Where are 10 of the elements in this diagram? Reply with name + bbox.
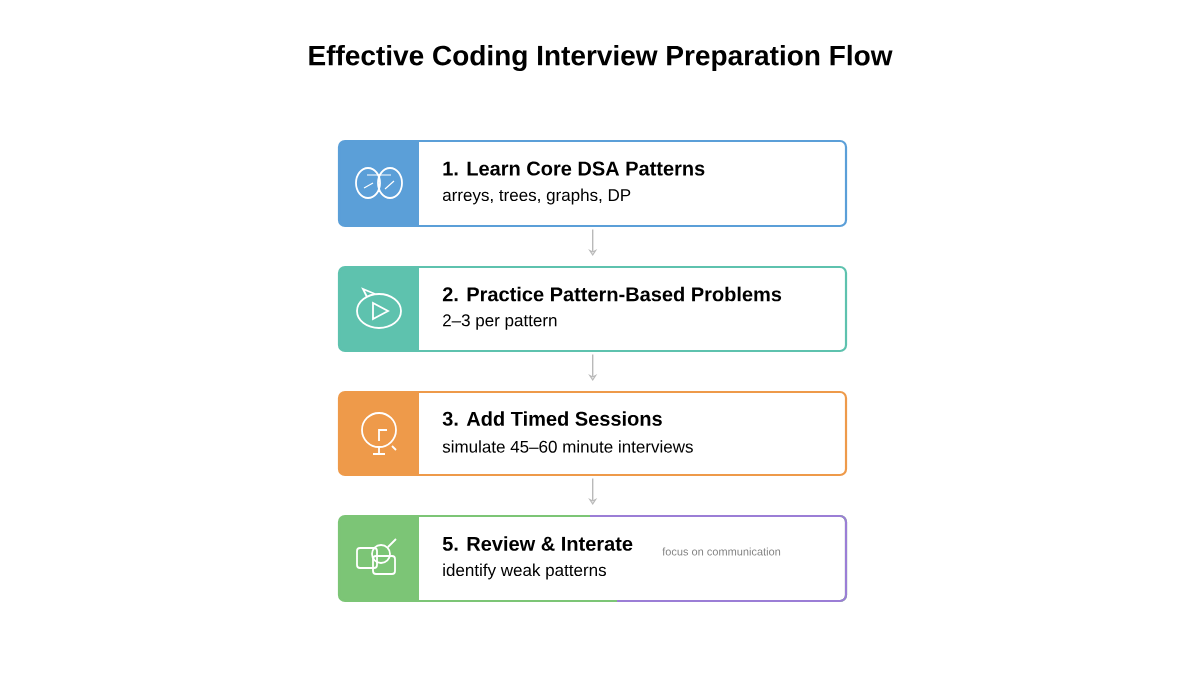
step-title: 3. Add Timed Sessions (442, 411, 662, 426)
step-title: 2. Practice Pattern-Based Problems (442, 286, 782, 302)
step-description: arreys, trees, graphs, DP (442, 188, 631, 205)
step-description: simulate 45–60 minute interviews (442, 440, 693, 453)
note-text: focus on communication (662, 547, 781, 556)
step-description: identify weak patterns (443, 563, 606, 580)
step-description: 2–3 per pattern (443, 314, 557, 330)
title: Effective Coding Interview Preparation Flow (309, 44, 893, 72)
step-title: 5. Review & Interate (442, 536, 633, 551)
step-title: 1. Learn Core DSA Patterns (443, 161, 705, 176)
